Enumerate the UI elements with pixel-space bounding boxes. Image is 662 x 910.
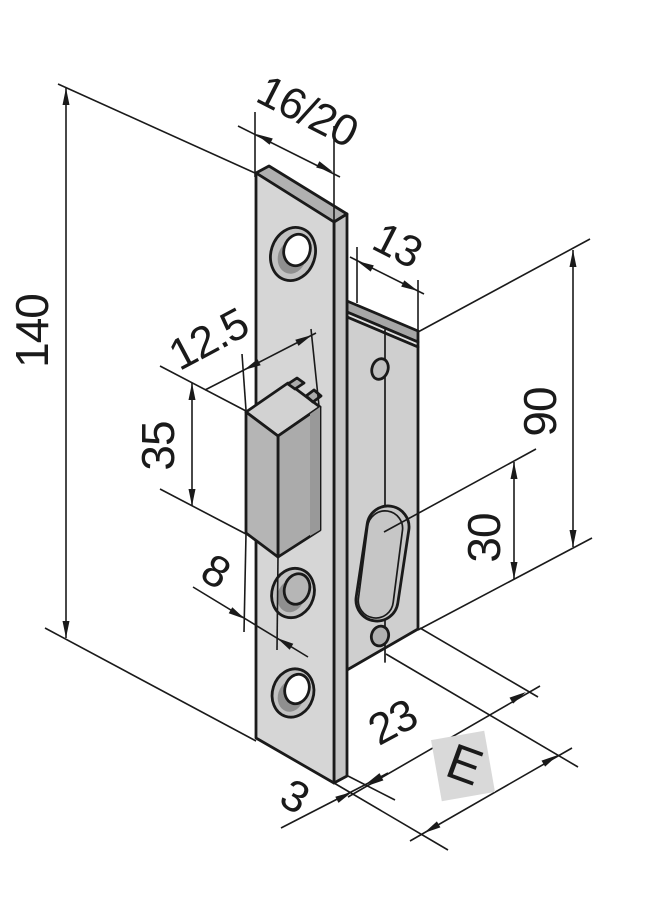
dim-label-23: 23 xyxy=(360,690,424,755)
faceplate-hole-top xyxy=(269,226,317,282)
arrow-125-left xyxy=(244,359,261,370)
dim-140: 140 xyxy=(6,83,257,742)
arrow-13-right xyxy=(401,280,418,291)
arrow-13-left xyxy=(357,261,374,272)
dim-label-16-20: 16/20 xyxy=(249,66,365,157)
arrow-1620-left xyxy=(256,134,273,145)
faceplate xyxy=(254,164,349,785)
deadbolt xyxy=(244,376,323,559)
lock-case xyxy=(345,299,420,672)
arrow-30-bottom xyxy=(510,562,518,579)
backset-badge xyxy=(431,730,495,802)
deadbolt-end-face xyxy=(244,410,280,559)
cylinder-slot xyxy=(354,504,411,623)
dim-35: 35 xyxy=(132,365,247,535)
dim-label-8: 8 xyxy=(193,544,238,598)
arrow-3-left xyxy=(335,792,352,803)
arrow-140-top xyxy=(62,88,70,105)
dim-label-13: 13 xyxy=(365,213,429,278)
deadbolt-side-shadow xyxy=(310,407,320,536)
dim-label-3: 3 xyxy=(272,769,317,823)
deadbolt-guard-tab-1 xyxy=(286,376,306,391)
arrow-125-right xyxy=(295,335,312,346)
arrow-E-left xyxy=(424,821,441,833)
arrow-23-right xyxy=(509,692,526,704)
arrow-90-top xyxy=(569,250,577,267)
arrow-30-top xyxy=(510,462,518,479)
arrow-8-right xyxy=(277,638,294,650)
dim-E: E xyxy=(333,653,579,851)
dim-30: 30 xyxy=(383,448,537,579)
cylinder-slot-rim xyxy=(357,510,404,619)
arrow-3-right xyxy=(366,773,383,784)
arrow-1620-right xyxy=(316,161,333,172)
dim-label-30: 30 xyxy=(458,513,510,562)
arrow-8-left xyxy=(228,607,245,619)
dim-label-90: 90 xyxy=(514,387,566,436)
dim-label-12-5: 12.5 xyxy=(161,299,256,381)
dim-label-140: 140 xyxy=(6,294,58,368)
arrow-140-bottom xyxy=(62,621,70,638)
case-screw-hole-bottom xyxy=(369,624,391,648)
arrow-E-right xyxy=(541,755,558,767)
dim-label-35: 35 xyxy=(132,421,184,470)
arrow-35-bottom xyxy=(188,489,196,506)
faceplate-hole-middle xyxy=(270,566,316,620)
faceplate-edge-face xyxy=(332,212,349,785)
case-screw-hole-top xyxy=(370,357,390,381)
dimension-lines: 140 16/20 13 12.5 xyxy=(6,66,593,851)
dim-90: 90 xyxy=(417,238,593,631)
faceplate-hole-bottom xyxy=(270,667,316,719)
arrow-35-top xyxy=(188,383,196,400)
arrow-90-bottom xyxy=(569,530,577,547)
